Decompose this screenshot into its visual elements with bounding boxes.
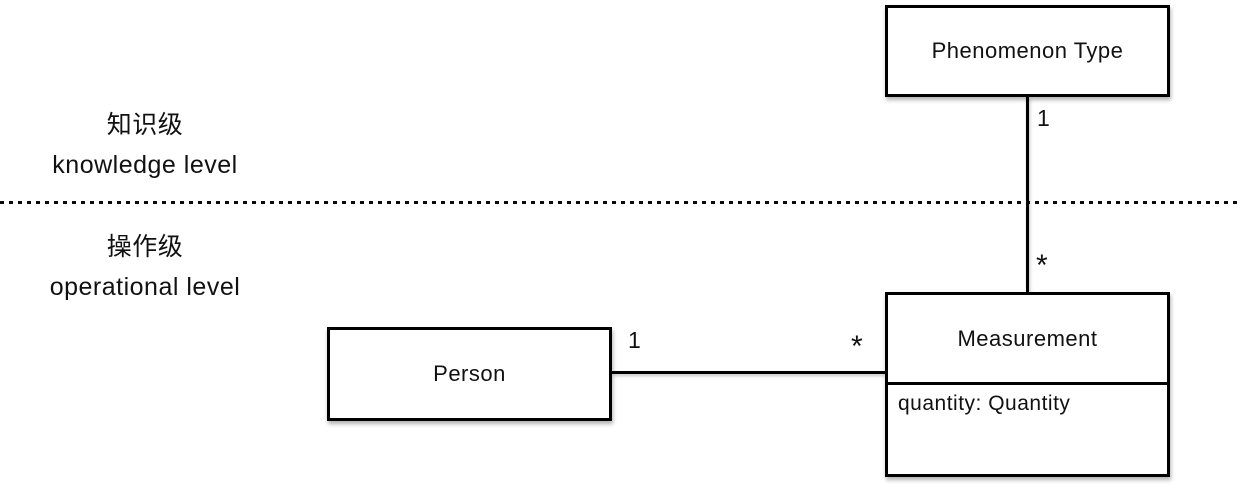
association-line-person-measurement (612, 371, 885, 374)
multiplicity-phenomenontype-end: 1 (1037, 105, 1050, 131)
multiplicity-measurement-left-end: * (851, 330, 863, 363)
class-name-person: Person (433, 361, 506, 386)
operational-level-label: 操作级 operational level (0, 227, 290, 307)
association-line-phenomenontype-measurement (1026, 97, 1029, 292)
knowledge-level-label-zh: 知识级 (106, 111, 184, 139)
operational-level-label-zh: 操作级 (106, 233, 184, 261)
knowledge-level-label: 知识级 knowledge level (0, 105, 290, 185)
class-box-measurement: Measurement quantity: Quantity (885, 292, 1170, 477)
class-attribute-measurement-quantity: quantity: Quantity (898, 392, 1071, 415)
knowledge-level-label-en: knowledge level (52, 151, 238, 179)
level-separator-line (0, 201, 1240, 204)
multiplicity-measurement-top-end: * (1036, 249, 1048, 282)
class-name-phenomenon-type: Phenomenon Type (931, 38, 1124, 63)
class-box-person: Person (327, 327, 612, 421)
class-box-phenomenon-type: Phenomenon Type (885, 5, 1170, 97)
operational-level-label-en: operational level (49, 273, 241, 301)
class-name-measurement: Measurement (888, 295, 1167, 385)
multiplicity-person-end: 1 (628, 327, 641, 353)
